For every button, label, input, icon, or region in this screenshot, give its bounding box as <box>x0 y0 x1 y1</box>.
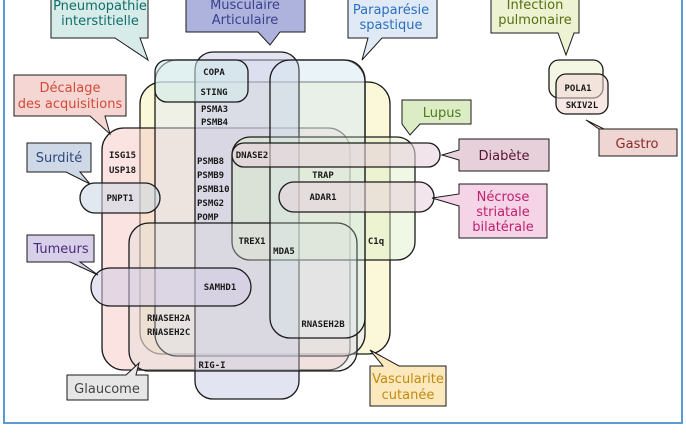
gene-copa: COPA <box>203 68 225 78</box>
callout-infection-line1: Infection <box>507 0 564 13</box>
gene-samhd1: SAMHD1 <box>204 283 237 293</box>
gene-pomp: POMP <box>197 213 219 223</box>
callout-infection: Infection pulmonaire <box>490 0 580 57</box>
gene-rig-i: RIG-I <box>198 361 225 371</box>
gene-psmb9: PSMB9 <box>197 171 224 181</box>
callout-diabete: Diabète <box>440 138 550 172</box>
callout-tumeurs-label: Tumeurs <box>32 242 88 257</box>
gene-sting: STING <box>200 88 227 98</box>
gene-adar1: ADAR1 <box>309 193 336 203</box>
callout-vascularite-line2: cutanée <box>382 388 435 403</box>
gene-skiv2l: SKIV2L <box>566 101 599 111</box>
gene-psma3: PSMA3 <box>201 105 228 115</box>
gene-mda5: MDA5 <box>273 247 295 257</box>
gene-psmb8: PSMB8 <box>197 157 224 167</box>
region-pneumopathie-copa <box>154 59 249 103</box>
callout-pneumopathie-line1: Pneumopathie <box>53 0 147 14</box>
callout-decalage-line1: Décalage <box>40 81 101 96</box>
callout-vascularite-line1: Vascularite <box>372 372 444 387</box>
gene-usp18: USP18 <box>109 166 136 176</box>
gene-psmb4: PSMB4 <box>201 118 229 128</box>
callout-tumeurs: Tumeurs <box>26 234 99 276</box>
callout-lupus: Lupus <box>401 99 472 136</box>
region-diabete <box>231 142 441 168</box>
callout-necrose-line1: Nécrose <box>477 190 530 205</box>
gene-psmg2: PSMG2 <box>197 199 224 209</box>
callout-diabete-label: Diabète <box>479 149 530 164</box>
callout-infection-line2: pulmonaire <box>498 13 572 28</box>
region-surdite <box>79 182 161 214</box>
outer-frame <box>3 0 683 424</box>
callout-musculaire-line1: Musculaire <box>210 0 280 13</box>
callout-musculaire-line2: Articulaire <box>212 13 279 28</box>
callout-paraparesie-line2: spastique <box>360 18 423 33</box>
callout-gastro: Gastro <box>585 119 678 157</box>
callout-necrose-line2: striatale <box>476 205 529 220</box>
callout-decalage: Décalage des acquisitions <box>13 74 127 136</box>
callout-surdite-label: Surdité <box>36 151 83 166</box>
gene-rnaseh2b: RNASEH2B <box>301 320 345 330</box>
callout-pneumopathie: Pneumopathie interstitielle <box>50 0 149 62</box>
region-tumeurs <box>90 267 252 307</box>
gene-rnaseh2a: RNASEH2A <box>147 314 191 324</box>
gene-pola1: POLA1 <box>564 84 591 94</box>
gene-c1q: C1q <box>368 237 384 247</box>
callout-paraparesie-line1: Paraparésie <box>353 3 429 18</box>
callout-necrose-line3: bilatérale <box>472 220 533 235</box>
region-necrose <box>278 181 435 213</box>
gene-dnase2: DNASE2 <box>236 151 269 161</box>
callout-lupus-label: Lupus <box>423 106 462 121</box>
gene-trap: TRAP <box>312 171 334 181</box>
callout-glaucome-label: Glaucome <box>74 382 140 397</box>
gene-trex1: TREX1 <box>238 237 265 247</box>
gene-isg15: ISG15 <box>109 151 136 161</box>
callout-vascularite: Vascularite cutanée <box>369 349 447 407</box>
gene-rnaseh2c: RNASEH2C <box>147 328 190 338</box>
callout-decalage-line2: des acquisitions <box>18 97 123 112</box>
callout-paraparesie: Paraparésie spastique <box>347 0 438 61</box>
callout-necrose: Nécrose striatale bilatérale <box>431 183 548 239</box>
callout-pneumopathie-line2: interstitielle <box>61 14 139 29</box>
gene-pnpt1: PNPT1 <box>106 194 133 204</box>
callout-musculaire: Musculaire Articulaire <box>185 0 306 46</box>
region-gastro <box>555 73 609 115</box>
callout-gastro-label: Gastro <box>616 137 659 152</box>
callout-surdite: Surdité <box>26 142 92 185</box>
region-musculaire <box>194 51 300 400</box>
callout-glaucome: Glaucome <box>66 361 149 401</box>
gene-psmb10: PSMB10 <box>197 185 230 195</box>
